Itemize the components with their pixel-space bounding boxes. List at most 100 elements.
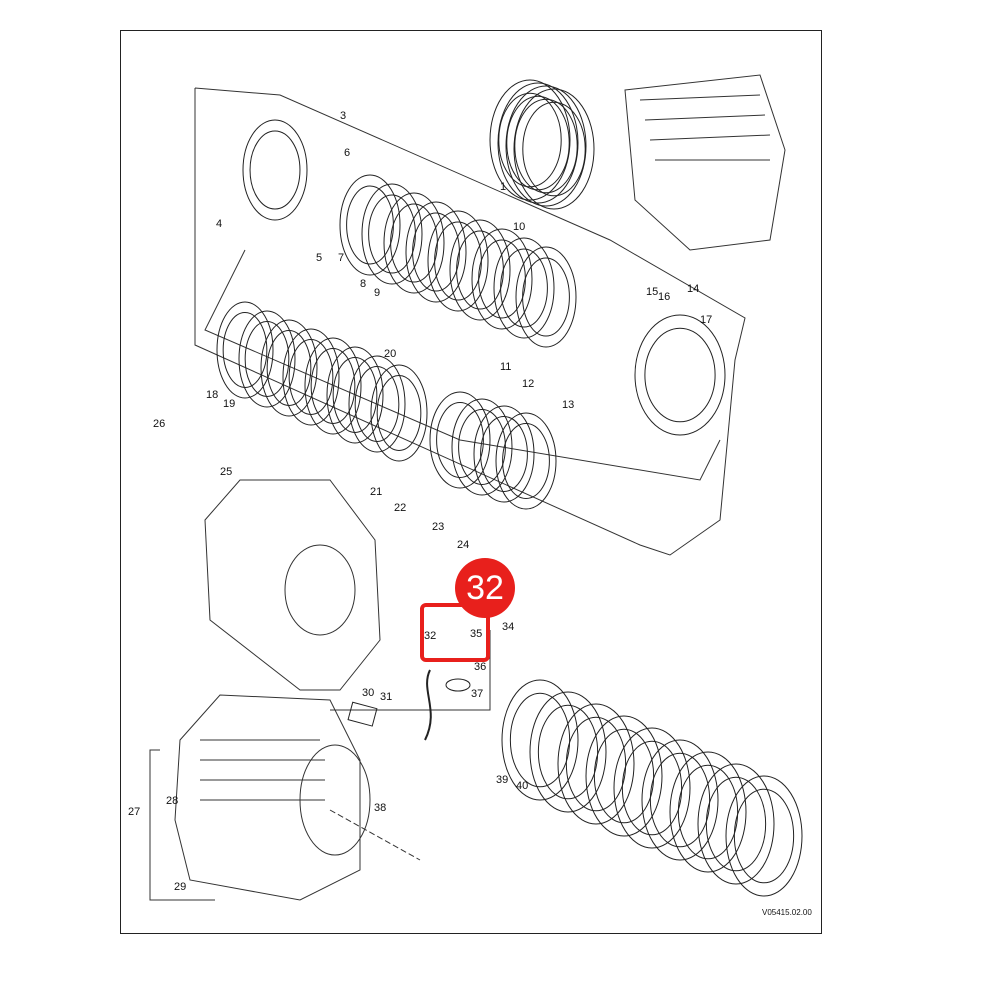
pack-39-40	[705, 776, 767, 872]
friction-disc-upper	[383, 192, 445, 294]
callout-16[interactable]: 16	[658, 291, 671, 303]
transmission-housing-top	[624, 74, 786, 251]
callout-1[interactable]: 1	[500, 181, 507, 193]
callout-8[interactable]: 8	[360, 278, 367, 290]
snap-ring	[436, 402, 484, 478]
pack-39-40	[509, 692, 571, 788]
snap-ring	[429, 391, 491, 489]
friction-disc-upper	[522, 257, 570, 337]
callout-24[interactable]: 24	[457, 539, 470, 551]
gear-housing-bottom	[174, 694, 371, 901]
callout-7[interactable]: 7	[338, 252, 345, 264]
snap-ring	[458, 409, 506, 485]
callout-26[interactable]: 26	[153, 418, 166, 430]
callout-40[interactable]: 40	[516, 780, 529, 792]
callout-23[interactable]: 23	[432, 521, 445, 533]
friction-disc-middle	[370, 364, 428, 462]
pack-39-40	[537, 704, 599, 800]
friction-disc-middle	[332, 357, 378, 433]
pack-39-40	[697, 763, 775, 885]
friction-disc-middle	[348, 355, 406, 453]
callout-14[interactable]: 14	[687, 283, 700, 295]
pack-39-40	[677, 764, 739, 860]
callout-4[interactable]: 4	[216, 218, 223, 230]
clutch-drum-1	[497, 82, 579, 204]
callout-11[interactable]: 11	[500, 361, 512, 373]
callout-34[interactable]: 34	[502, 621, 515, 633]
callout-13[interactable]: 13	[562, 399, 575, 411]
friction-disc-middle	[354, 366, 400, 442]
pack-39-40	[501, 679, 579, 801]
snap-ring	[480, 416, 528, 492]
callout-28[interactable]: 28	[166, 795, 179, 807]
callout-19[interactable]: 19	[223, 398, 236, 410]
friction-disc-upper	[361, 183, 423, 285]
callout-3[interactable]: 3	[340, 110, 347, 122]
pack-39-40	[641, 739, 719, 861]
friction-disc-middle	[222, 312, 268, 388]
cover-plate-30	[347, 701, 378, 727]
callout-9[interactable]: 9	[374, 287, 381, 299]
callout-30[interactable]: 30	[362, 687, 375, 699]
callout-31[interactable]: 31	[380, 691, 393, 703]
snap-ring	[495, 412, 557, 510]
callout-32[interactable]: 32	[424, 630, 437, 642]
clutch-drum-1	[489, 79, 571, 201]
friction-disc-upper	[449, 219, 511, 321]
callout-37[interactable]: 37	[471, 688, 484, 700]
bracket-27	[149, 749, 215, 901]
group-outline-lower	[204, 249, 721, 481]
friction-disc-middle	[238, 310, 296, 408]
callout-21[interactable]: 21	[370, 486, 383, 498]
callout-15[interactable]: 15	[646, 286, 659, 298]
highlight-box	[420, 603, 490, 662]
seal-plate-4	[249, 130, 301, 210]
pack-39-40	[669, 751, 747, 873]
group-outline-upper	[194, 87, 746, 556]
callout-20[interactable]: 20	[384, 348, 397, 360]
pack-39-40	[733, 788, 795, 884]
pack-39-40	[725, 775, 803, 897]
leader-lower	[329, 809, 421, 861]
pack-39-40	[613, 727, 691, 849]
callout-6[interactable]: 6	[344, 147, 351, 159]
friction-disc-upper	[405, 201, 467, 303]
pack-39-40	[557, 703, 635, 825]
friction-disc-middle	[288, 339, 334, 415]
callout-39[interactable]: 39	[496, 774, 509, 786]
highlight-badge[interactable]: 32	[455, 558, 515, 618]
callout-38[interactable]: 38	[374, 802, 387, 814]
seal-plate-4	[242, 119, 308, 221]
clutch-drum-1	[506, 95, 570, 191]
friction-disc-upper	[493, 237, 555, 339]
drawing-code: V05415.02.00	[762, 908, 812, 917]
callout-22[interactable]: 22	[394, 502, 407, 514]
callout-35[interactable]: 35	[470, 628, 483, 640]
callout-25[interactable]: 25	[220, 466, 233, 478]
friction-disc-middle	[260, 319, 318, 417]
diagram-frame	[120, 30, 822, 934]
clutch-housing	[204, 479, 381, 691]
friction-disc-middle	[326, 346, 384, 444]
callout-29[interactable]: 29	[174, 881, 187, 893]
snap-ring	[502, 423, 550, 499]
friction-disc-upper	[515, 246, 577, 348]
callout-17[interactable]: 17	[700, 314, 713, 326]
clutch-drum-1	[505, 85, 587, 207]
callout-27[interactable]: 27	[128, 806, 141, 818]
friction-disc-upper	[339, 174, 401, 276]
sensor-harness	[424, 669, 471, 741]
friction-disc-upper	[471, 228, 533, 330]
callout-5[interactable]: 5	[316, 252, 323, 264]
clutch-drum-1	[522, 101, 586, 197]
friction-disc-middle	[376, 375, 422, 451]
callout-10[interactable]: 10	[513, 221, 526, 233]
callout-12[interactable]: 12	[522, 378, 535, 390]
pack-39-40	[565, 716, 627, 812]
callout-18[interactable]: 18	[206, 389, 219, 401]
clutch-drum-1	[514, 98, 578, 194]
group-outline-bottom	[330, 630, 491, 711]
callout-36[interactable]: 36	[474, 661, 487, 673]
pack-39-40	[593, 728, 655, 824]
